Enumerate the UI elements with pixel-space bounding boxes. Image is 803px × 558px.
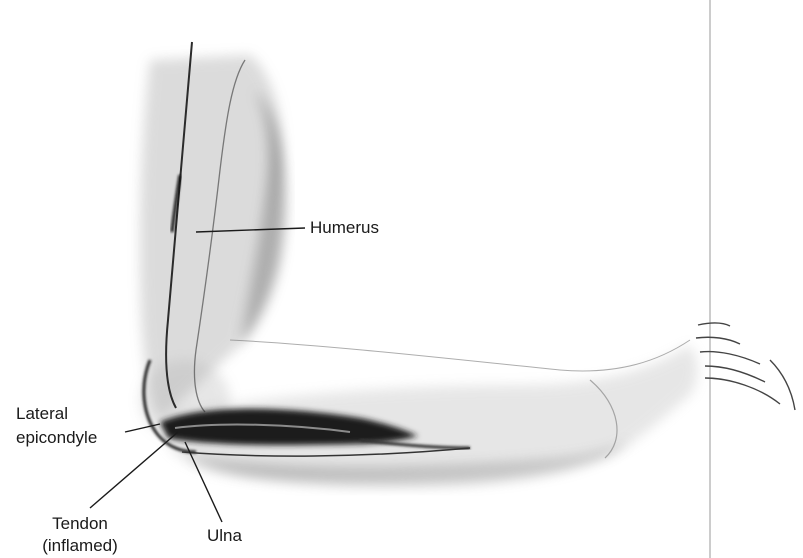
- hand-sketch: [696, 323, 795, 410]
- forearm-upper-contour: [230, 340, 690, 371]
- lateral-epicondyle-label-line2: epicondyle: [16, 428, 97, 448]
- tendon-label-line1: Tendon: [30, 514, 130, 534]
- tendon-label-line2: (inflamed): [30, 536, 130, 556]
- lateral-epicondyle-label-line1: Lateral: [16, 404, 68, 424]
- tendon-leader-line: [90, 432, 178, 508]
- humerus-label: Humerus: [310, 218, 379, 238]
- ulna-label: Ulna: [207, 526, 242, 546]
